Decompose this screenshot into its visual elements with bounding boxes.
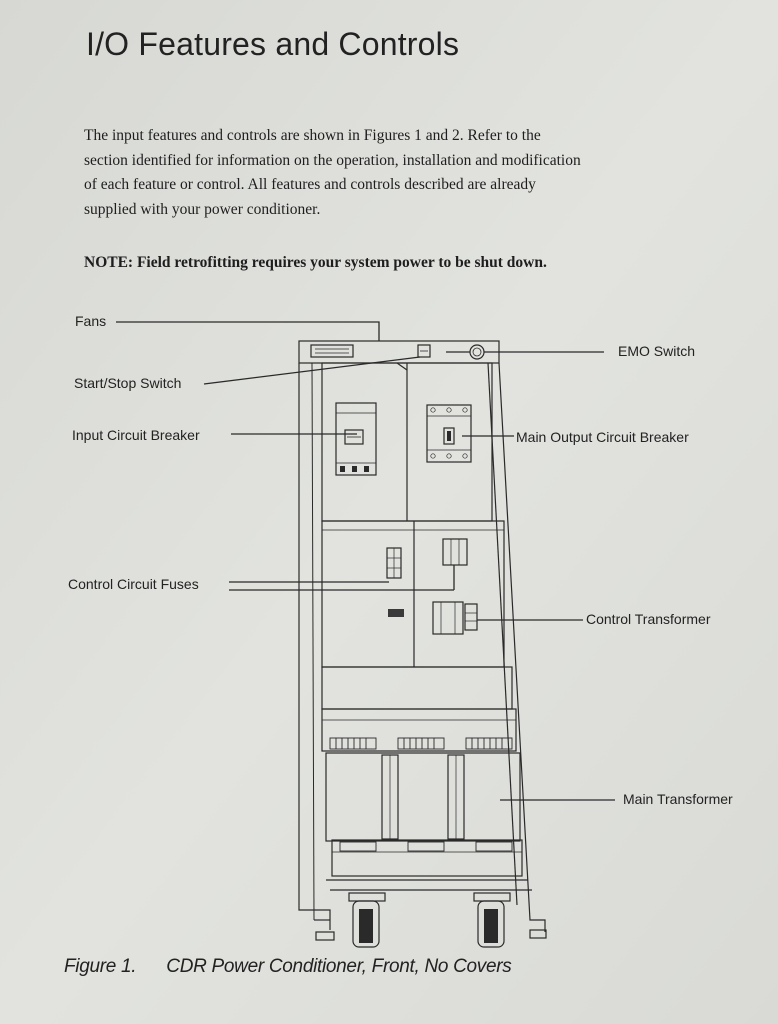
label-main-transformer: Main Transformer bbox=[623, 791, 733, 807]
terminal-panel bbox=[321, 708, 517, 752]
label-fans: Fans bbox=[75, 313, 107, 329]
label-emo-switch: EMO Switch bbox=[618, 343, 696, 359]
label-control-circuit-fuses: Control Circuit Fuses bbox=[68, 576, 199, 592]
figure-caption: Figure 1. CDR Power Conditioner, Front, N… bbox=[64, 956, 512, 978]
intro-paragraph: The input features and controls are show… bbox=[84, 124, 644, 222]
cabinet-left-frame bbox=[298, 363, 331, 930]
label-control-transformer: Control Transformer bbox=[586, 611, 711, 627]
callout-lines bbox=[116, 321, 615, 801]
control-transformer-icon bbox=[432, 601, 464, 635]
leveling-foot-left bbox=[315, 931, 335, 941]
fan-grille bbox=[310, 344, 354, 358]
control-fuse-block-icon bbox=[442, 538, 468, 566]
paragraph-line: The input features and controls are show… bbox=[84, 127, 541, 144]
page-title: I/O Features and Controls bbox=[86, 26, 460, 62]
start-stop-switch-icon bbox=[417, 344, 431, 358]
label-main-output-circuit-breaker: Main Output Circuit Breaker bbox=[516, 429, 689, 445]
caster-right-icon bbox=[473, 892, 511, 948]
label-start-stop-switch: Start/Stop Switch bbox=[74, 375, 182, 391]
main-output-breaker-icon bbox=[426, 404, 472, 463]
paragraph-line: section identified for information on th… bbox=[84, 151, 581, 169]
note-text: Field retrofitting requires your system … bbox=[136, 254, 547, 271]
figure-caption-text: CDR Power Conditioner, Front, No Covers bbox=[166, 956, 512, 977]
lower-panel bbox=[321, 666, 513, 710]
emo-switch-icon bbox=[469, 344, 485, 360]
figure-number: Figure 1. bbox=[64, 956, 137, 977]
main-transformer-icon bbox=[325, 752, 521, 842]
input-breaker-icon bbox=[335, 402, 377, 476]
note-label: NOTE: bbox=[84, 254, 134, 271]
middle-bay bbox=[321, 520, 505, 668]
paragraph-line: supplied with your power conditioner. bbox=[84, 200, 321, 218]
label-input-circuit-breaker: Input Circuit Breaker bbox=[72, 427, 200, 443]
note: NOTE: Field retrofitting requires your s… bbox=[84, 254, 547, 272]
leveling-foot-right bbox=[529, 929, 547, 939]
caster-left-icon bbox=[348, 892, 386, 948]
paragraph-line: of each feature or control. All features… bbox=[84, 176, 536, 193]
cabinet-right-frame bbox=[498, 362, 546, 932]
